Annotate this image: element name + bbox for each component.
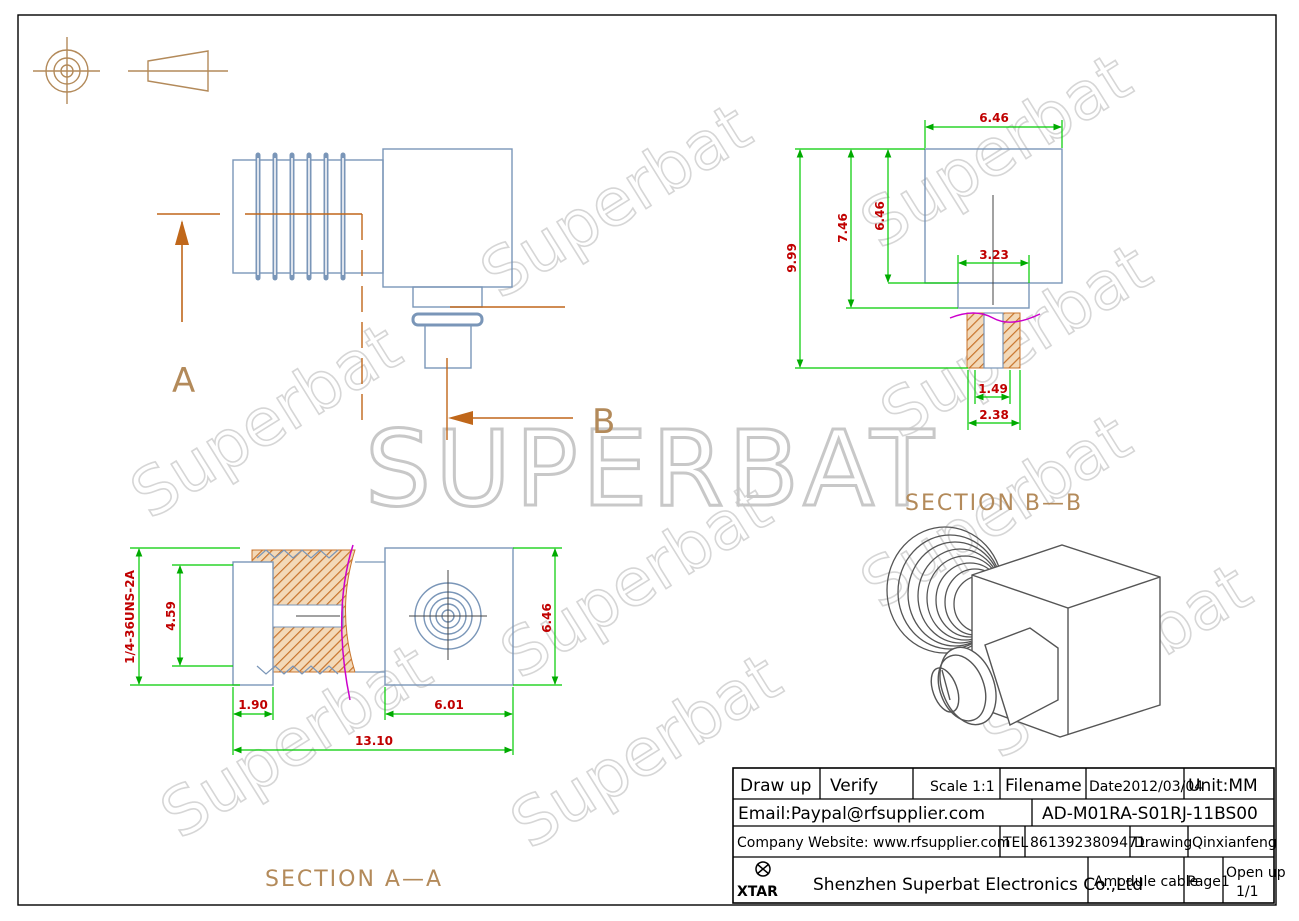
section-arrow-b-label: B (592, 402, 615, 442)
draw-up-label: Draw up (740, 776, 811, 796)
watermark-brand: SUPERBAT (365, 408, 938, 530)
dim-thread: 1/4-36UNS-2A (123, 569, 137, 664)
company-name: Shenzhen Superbat Electronics Co.,Ltd (813, 875, 1143, 895)
dim-459: 4.59 (164, 601, 178, 631)
side-view: A B (157, 148, 615, 442)
module-label: Amodule cable (1094, 874, 1198, 890)
section-a-view: 1/4-36UNS-2A 4.59 6.46 1.90 6.01 13.10 S… (123, 544, 562, 892)
section-a-title: SECTION A—A (265, 867, 443, 892)
dim-height-646: 6.46 (873, 201, 887, 231)
dim-190: 1.90 (238, 698, 268, 712)
dim-pin-149: 1.49 (978, 382, 1008, 396)
tel-number: 8613923809471 (1030, 835, 1146, 851)
dim-1310: 13.10 (355, 734, 393, 748)
dim-right-646: 6.46 (540, 603, 554, 633)
dim-height-746: 7.46 (836, 213, 850, 243)
section-b-title: SECTION B—B (905, 491, 1083, 516)
dim-601: 6.01 (434, 698, 464, 712)
sheet-border (17, 14, 1277, 906)
date-label: Date2012/03/04 (1089, 779, 1203, 795)
section-b-view: 6.46 9.99 7.46 6.46 3.23 1.49 2.38 SECTI… (785, 111, 1083, 516)
tel-label: TEL (1002, 835, 1028, 851)
open-up-label: Open up (1226, 865, 1286, 881)
drawer-name: Qinxianfeng (1192, 835, 1277, 851)
dim-top-width: 6.46 (979, 111, 1009, 125)
dim-height-total: 9.99 (785, 243, 799, 273)
page-label: Page1 (1187, 874, 1230, 890)
title-block: Draw up Verify Scale 1:1 Filename Date20… (732, 767, 1286, 904)
projection-symbol (33, 37, 228, 104)
email-label: Email:Paypal@rfsupplier.com (738, 804, 985, 824)
unit-label: Unit:MM (1188, 776, 1258, 796)
watermark-text: Superbat (848, 38, 1145, 263)
section-arrow-a-label: A (172, 361, 195, 401)
dim-inner-323: 3.23 (979, 248, 1009, 262)
drawing-label: Drawing (1134, 835, 1192, 851)
dim-pin-238: 2.38 (979, 408, 1009, 422)
isometric-view (886, 526, 1161, 738)
part-number: AD-M01RA-S01RJ-11BS00 (1042, 804, 1258, 824)
scale-label: Scale 1:1 (930, 779, 995, 795)
filename-label: Filename (1005, 776, 1082, 796)
website-label: Company Website: www.rfsupplier.com (737, 835, 1010, 851)
xtar-logo-icon: XTAR (737, 861, 778, 900)
open-up-count: 1/1 (1236, 884, 1259, 900)
xtar-logo-text: XTAR (737, 884, 778, 900)
verify-label: Verify (830, 776, 878, 796)
